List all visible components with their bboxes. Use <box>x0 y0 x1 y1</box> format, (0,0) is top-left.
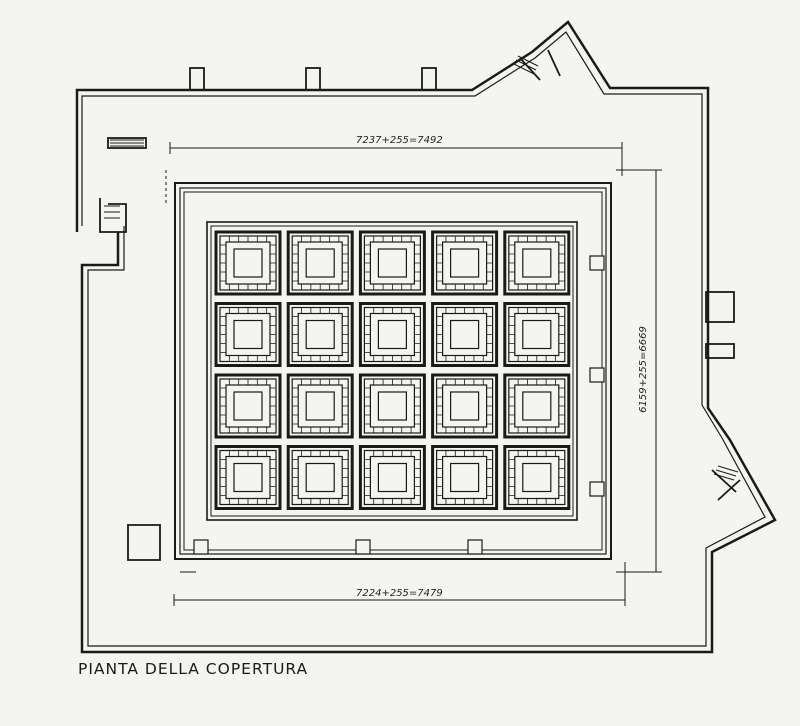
coffer-cell <box>214 373 282 439</box>
coffer-cell <box>358 373 426 439</box>
coffer-cell <box>286 445 354 510</box>
coffer-cell <box>214 445 282 510</box>
coffer-cell <box>503 445 571 510</box>
coffer-cell <box>503 373 571 439</box>
dimension-label-bottom: 7224+255=7479 <box>356 588 443 599</box>
coffer-cell <box>214 230 282 296</box>
coffer-cell <box>286 373 354 439</box>
coffer-cell <box>431 302 499 367</box>
stair-hatching <box>104 55 739 481</box>
roof-frame <box>174 182 612 560</box>
coffer-cell <box>358 302 426 367</box>
coffer-cell <box>286 302 354 367</box>
wall-features <box>99 49 741 561</box>
coffer-grid <box>214 230 571 510</box>
dimension-lines <box>165 142 662 606</box>
coffer-cell <box>503 302 571 367</box>
coffer-cell <box>358 230 426 296</box>
coffer-cell <box>503 230 571 296</box>
outer-wall <box>75 20 777 654</box>
dimension-label-right: 6159+255=6669 <box>637 326 649 413</box>
coffer-cell <box>286 230 354 296</box>
coffer-cell <box>431 373 499 439</box>
dimension-label-top: 7237+255=7492 <box>356 135 443 146</box>
drawing-caption: PIANTA DELLA COPERTURA <box>78 660 309 678</box>
coffer-cell <box>358 445 426 510</box>
frame-notches <box>193 255 605 555</box>
coffer-cell <box>214 302 282 367</box>
coffer-cell <box>431 445 499 510</box>
coffer-cell <box>431 230 499 296</box>
